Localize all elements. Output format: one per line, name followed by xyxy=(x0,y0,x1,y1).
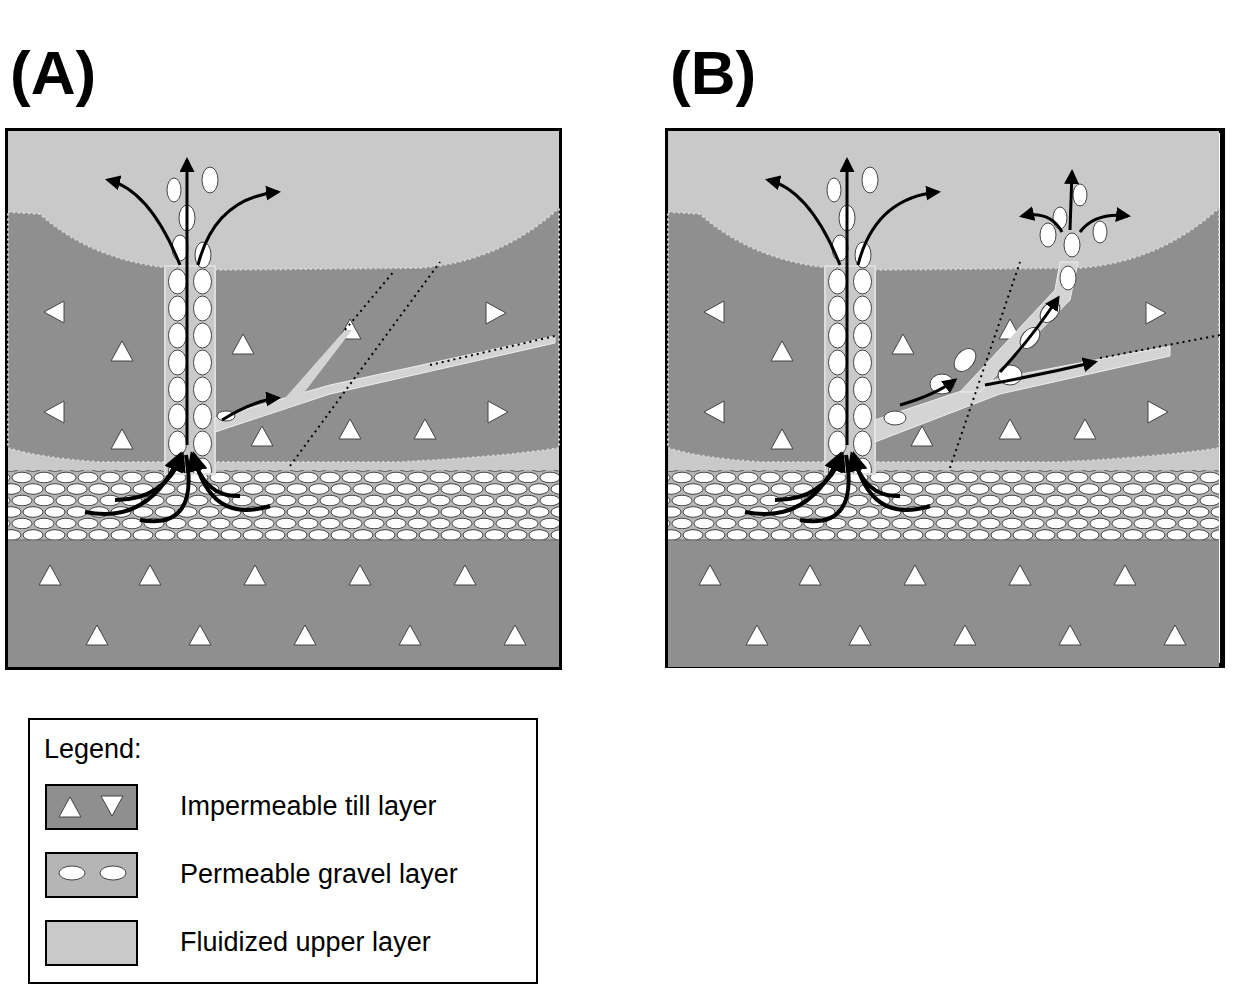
legend-swatch xyxy=(45,920,138,966)
legend-swatch xyxy=(45,784,138,830)
panel-b: (B) xyxy=(665,128,1225,668)
legend-box: Legend: Impermeable till layerPermeable g… xyxy=(28,718,538,984)
legend-text: Fluidized upper layer xyxy=(180,927,431,958)
legend-text: Permeable gravel layer xyxy=(180,859,458,890)
node-label: (A) xyxy=(10,37,96,108)
node-label: Legend: xyxy=(44,734,142,765)
legend-text: Impermeable till layer xyxy=(180,791,437,822)
node-label: (B) xyxy=(670,37,756,108)
panel-a: (A) xyxy=(5,128,562,670)
legend-row: Fluidized upper layer xyxy=(45,920,525,966)
legend-row: Impermeable till layer xyxy=(45,784,525,830)
legend-row: Permeable gravel layer xyxy=(45,852,525,898)
legend-swatch xyxy=(45,852,138,898)
